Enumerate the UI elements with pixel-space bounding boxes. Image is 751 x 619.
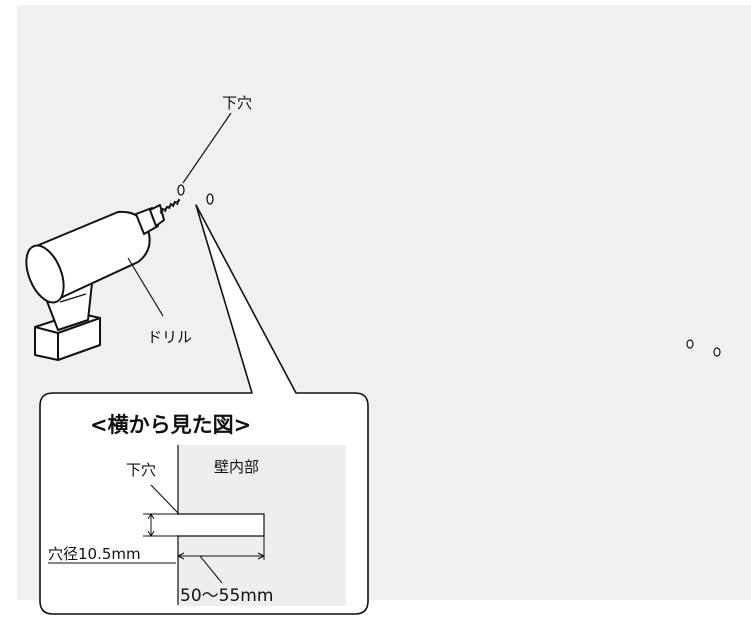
wall-interior-label: 壁内部 [214,458,259,476]
pilot-hole-label: 下穴 [222,94,252,112]
pilot-hole-far-right [713,347,721,357]
pilot-hole-right [206,193,214,205]
pilot-hole-far-left [686,339,694,349]
hole-diameter-label: 穴径10.5mm [48,545,141,563]
diameter-dimension [143,513,178,537]
pilot-hole-leader [182,112,232,184]
drill [25,204,165,361]
depth-dimension [176,536,266,584]
drill-label: ドリル [147,328,192,346]
drill-bit [159,198,181,215]
pilot-hole-left [177,184,185,196]
inset-pilot-hole-label: 下穴 [126,461,156,479]
depth-label: 50～55mm [180,586,273,606]
inset-pilot-hole-leader [150,484,180,515]
drill-leader [127,257,164,317]
side-view-title: <横から見た図> [90,413,251,437]
hole-cavity [178,513,265,537]
